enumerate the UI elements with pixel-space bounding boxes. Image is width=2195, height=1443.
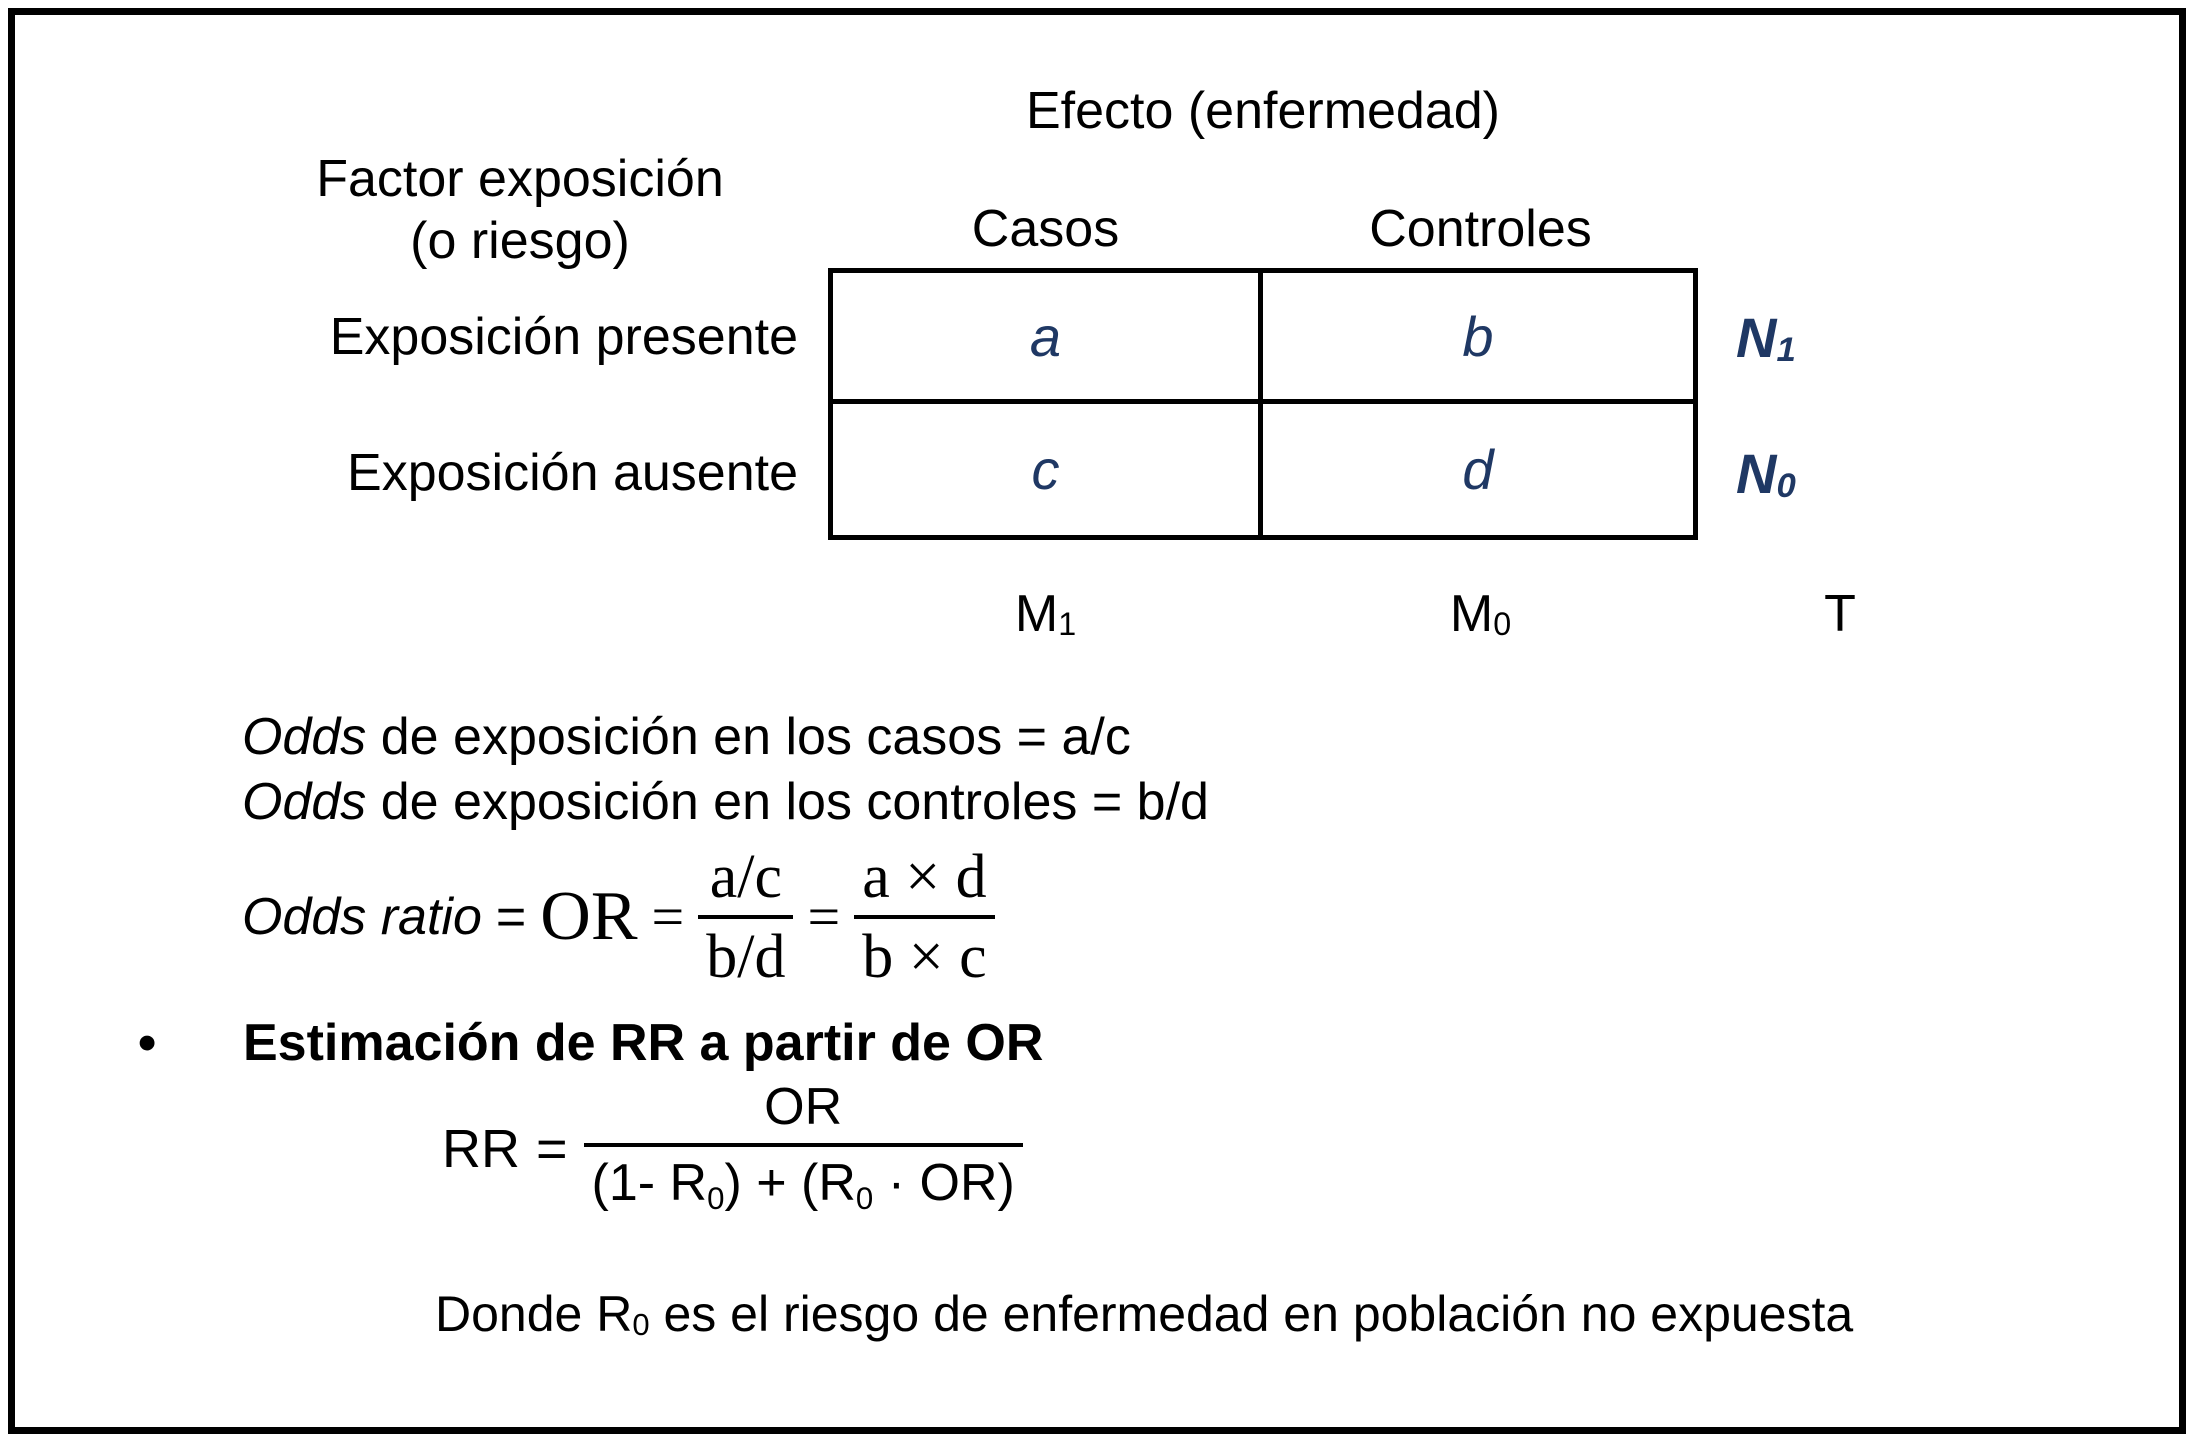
cell-b: b — [1263, 273, 1693, 404]
estimation-title: Estimación de RR a partir de OR — [243, 1014, 1044, 1072]
row-label-exposicion-presente: Exposición presente — [329, 308, 798, 366]
odds-ratio-formula: Odds ratio = OR = a/c b/d = a × d b × c — [242, 838, 995, 996]
cell-a: a — [833, 273, 1263, 404]
cell-c: c — [833, 404, 1263, 535]
odds-ratio-equals-2: = — [651, 884, 685, 949]
fraction-axd-over-bxc-numerator: a × d — [862, 843, 987, 911]
grand-total-t: T — [1824, 585, 1856, 643]
rr-fraction: OR (1- R0) + (R0 · OR) — [583, 1078, 1023, 1219]
footnote-part-2: es el riesgo de enfermedad en población … — [649, 1286, 1854, 1342]
rr-denominator-part-3: · OR) — [873, 1154, 1015, 1212]
odds-line-controles-text: de exposición en los controles = b/d — [366, 773, 1209, 831]
rr-label: RR — [442, 1118, 520, 1179]
odds-ratio-equals-1: = — [495, 888, 527, 946]
fraction-axd-over-bxc-denominator: b × c — [854, 915, 995, 988]
row-label-exposicion-ausente: Exposición ausente — [347, 444, 798, 502]
effect-header-label: Efecto (enfermedad) — [1025, 82, 1501, 140]
row-total-n0-base: N — [1736, 442, 1777, 505]
row-total-n1-sub: 1 — [1776, 331, 1796, 370]
fraction-axd-over-bxc: a × d b × c — [854, 843, 995, 988]
odds-word: Odds — [242, 708, 367, 766]
footnote-part-1: Donde R — [435, 1286, 633, 1342]
column-header-casos: Casos — [971, 200, 1120, 258]
bullet-marker: • — [138, 1014, 157, 1072]
odds-line-casos-text: de exposición en los casos = a/c — [366, 708, 1131, 766]
row-total-n1: N1 — [1736, 308, 1796, 376]
factor-exposure-label: Factor exposición (o riesgo) — [230, 148, 810, 272]
cell-d: d — [1462, 438, 1494, 501]
fraction-ac-over-bd: a/c b/d — [698, 843, 794, 988]
col-total-m0: M0 — [1263, 583, 1698, 651]
rr-denominator-sub-2: 0 — [855, 1180, 874, 1216]
rr-denominator: (1- R0) + (R0 · OR) — [583, 1143, 1023, 1219]
col-total-m1-sub: 1 — [1058, 605, 1077, 642]
factor-exposure-line-2: (o riesgo) — [410, 212, 630, 270]
odds-word: Odds — [242, 773, 367, 831]
fraction-ac-over-bd-denominator: b/d — [698, 915, 794, 988]
rr-denominator-sub-1: 0 — [707, 1180, 725, 1216]
rr-denominator-part-2: ) + (R — [724, 1154, 856, 1212]
rr-equals: = — [536, 1118, 568, 1179]
row-total-n0: N0 — [1736, 444, 1796, 512]
factor-exposure-line-1: Factor exposición — [316, 150, 724, 208]
contingency-table: a b c d — [828, 268, 1698, 540]
or-symbol: OR — [540, 878, 638, 955]
footnote-sub: 0 — [632, 1306, 650, 1342]
odds-line-casos: Odds de exposición en los casos = a/c — [242, 706, 1131, 768]
odds-ratio-label: Odds ratio — [242, 888, 482, 946]
col-total-m0-sub: 0 — [1493, 605, 1512, 642]
odds-line-controles: Odds de exposición en los controles = b/… — [242, 771, 1209, 833]
rr-numerator: OR — [764, 1078, 843, 1136]
fraction-ac-over-bd-numerator: a/c — [709, 843, 782, 911]
footnote-line: Donde R0 es el riesgo de enfermedad en p… — [435, 1284, 1853, 1351]
odds-ratio-equals-3: = — [807, 884, 841, 949]
row-total-n0-sub: 0 — [1776, 467, 1796, 506]
col-total-m1: M1 — [828, 583, 1263, 651]
rr-denominator-part-1: (1- R — [591, 1154, 708, 1212]
col-total-m1-base: M — [1014, 585, 1059, 643]
col-total-m0-base: M — [1449, 585, 1494, 643]
rr-formula: RR = OR (1- R0) + (R0 · OR) — [442, 1078, 1023, 1219]
column-header-controles: Controles — [1369, 200, 1592, 258]
row-total-n1-base: N — [1736, 306, 1777, 369]
